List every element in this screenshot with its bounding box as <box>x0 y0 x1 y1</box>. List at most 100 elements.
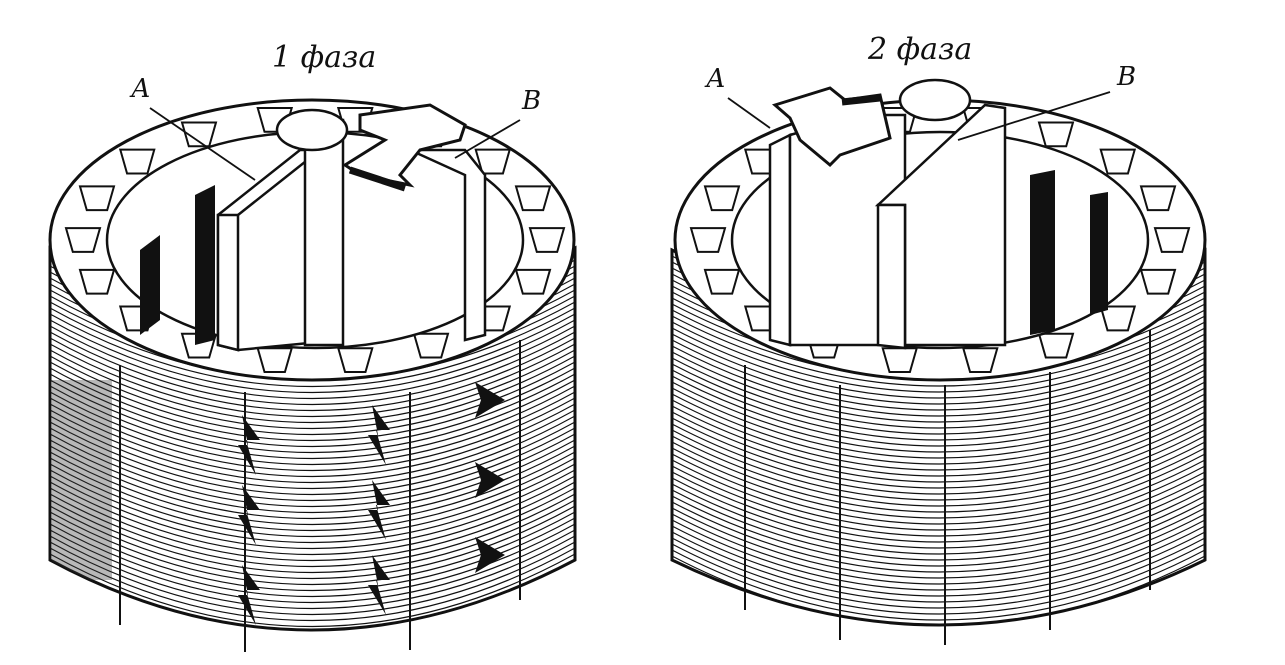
stator-tooth <box>1037 332 1075 359</box>
label-a-1-leader <box>149 107 256 181</box>
lamination-line <box>672 435 1205 507</box>
lamination-line <box>50 361 575 436</box>
lamination-line <box>672 519 1205 591</box>
stator-2-winding-right <box>1030 170 1055 335</box>
lamination-line <box>50 319 575 394</box>
stator-tooth <box>514 185 552 212</box>
lamination-line <box>672 513 1205 585</box>
stator-tooth <box>528 227 566 253</box>
lamination-line <box>672 321 1205 393</box>
stator-tooth <box>412 332 450 359</box>
lamination-line <box>50 481 575 556</box>
stator-tooth <box>1099 305 1137 332</box>
lamination-line <box>50 391 575 466</box>
lamination-line <box>672 531 1205 603</box>
stator-1-rotation-arrow <box>342 103 467 188</box>
lamination-line <box>672 501 1205 573</box>
label-b-2-leader <box>957 91 1111 141</box>
lamination-line <box>50 451 575 526</box>
lamination-line <box>50 499 575 574</box>
lamination-line <box>50 547 575 622</box>
flux-arrow-right <box>475 462 505 498</box>
lamination-line <box>50 439 575 514</box>
lamination-line <box>672 489 1205 561</box>
lamination-line <box>672 411 1205 483</box>
lamination-line <box>50 541 575 616</box>
lamination-line <box>50 433 575 508</box>
lamination-line <box>50 553 575 628</box>
lamination-line <box>672 555 1205 625</box>
lamination-line <box>672 369 1205 441</box>
stator-tooth <box>1139 268 1177 295</box>
stator-phase-1 <box>48 98 577 652</box>
label-a-2-leader <box>727 97 771 129</box>
lamination-line <box>672 459 1205 531</box>
lamination-line <box>672 387 1205 459</box>
lamination-line <box>672 483 1205 555</box>
stator-tooth <box>118 148 156 175</box>
phase-2-label-b: В <box>1117 62 1137 92</box>
stator-tooth <box>703 268 741 295</box>
lamination-line <box>50 457 575 532</box>
lamination-line <box>672 357 1205 429</box>
lamination-line <box>50 427 575 502</box>
lamination-line <box>672 477 1205 549</box>
lamination-line <box>50 379 575 454</box>
lamination-line <box>672 471 1205 543</box>
lamination-line <box>50 409 575 484</box>
stator-tooth <box>514 268 552 295</box>
flux-arrow-right <box>475 537 505 573</box>
flux-arrow-down <box>368 555 390 615</box>
stator-tooth <box>78 268 116 295</box>
stator-tooth <box>64 227 102 253</box>
stator-1-winding-left <box>140 235 160 335</box>
phase-1-label-a: А <box>131 74 151 104</box>
flux-arrow-down <box>238 415 260 475</box>
lamination-line <box>50 397 575 472</box>
stator-tooth <box>689 227 727 253</box>
stator-1-rotor <box>216 108 487 352</box>
phase-2-label-a: А <box>706 64 726 94</box>
lamination-line <box>50 385 575 460</box>
lamination-line <box>50 523 575 598</box>
lamination-line <box>672 333 1205 405</box>
lamination-line <box>50 463 575 538</box>
flux-arrow-down <box>368 480 390 540</box>
flux-arrow-down <box>238 485 260 545</box>
lamination-line <box>50 415 575 490</box>
flux-arrow-right <box>475 382 505 418</box>
stator-tooth <box>961 347 999 374</box>
stator-tooth <box>881 347 919 374</box>
lamination-line <box>672 525 1205 597</box>
lamination-line <box>672 339 1205 411</box>
stator-2-rotation-arrow <box>771 86 892 168</box>
lamination-line <box>672 543 1205 615</box>
lamination-line <box>50 469 575 544</box>
lamination-line <box>672 393 1205 465</box>
lamination-line <box>50 331 575 406</box>
lamination-line <box>672 465 1205 537</box>
lamination-line <box>50 373 575 448</box>
stator-tooth <box>1153 227 1191 253</box>
lamination-line <box>50 355 575 430</box>
phase-1-title: 1 фаза <box>272 40 377 75</box>
lamination-line <box>672 549 1205 621</box>
lamination-line <box>672 453 1205 525</box>
lamination-line <box>50 367 575 442</box>
lamination-line <box>672 537 1205 609</box>
lamination-line <box>50 337 575 412</box>
stator-2-facet-edges <box>744 330 1151 645</box>
stator-tooth <box>1099 148 1137 175</box>
stator-tooth <box>256 347 294 374</box>
lamination-line <box>50 529 575 604</box>
lamination-line <box>50 313 575 388</box>
lamination-line <box>50 511 575 586</box>
stator-1-winding-left-2 <box>195 185 215 345</box>
lamination-line <box>50 343 575 418</box>
lamination-line <box>50 493 575 568</box>
lamination-line <box>50 475 575 550</box>
flux-arrow-down <box>368 405 390 465</box>
lamination-line <box>672 399 1205 471</box>
lamination-line <box>672 405 1205 477</box>
